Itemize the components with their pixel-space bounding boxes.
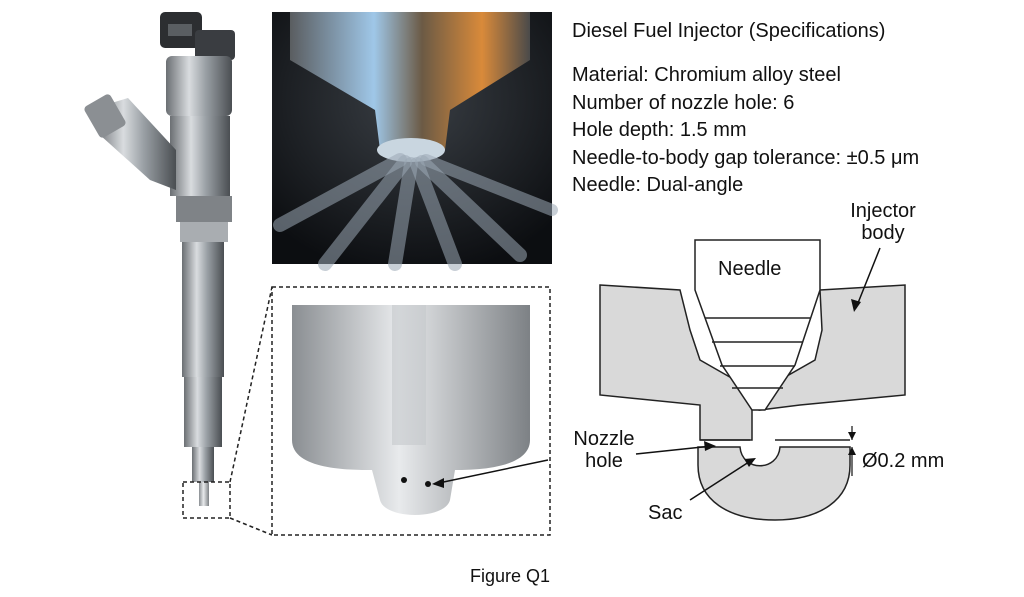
arrowhead-photo: [432, 478, 444, 488]
spray-photo: [272, 12, 558, 271]
spec-gap-tolerance: Needle-to-body gap tolerance: ±0.5 μm: [572, 146, 920, 169]
tip-zoom-photo: [271, 286, 551, 536]
injector-body-label-line1: Injector: [850, 200, 916, 222]
tip-highlight-box: [182, 481, 231, 519]
dim-arrow-top: [848, 432, 856, 440]
spec-nozzle-holes: Number of nozzle hole: 6: [572, 91, 795, 114]
needle: [694, 239, 821, 411]
nozzle-tip-body: [697, 446, 851, 521]
spec-hole-depth: Hole depth: 1.5 mm: [572, 119, 747, 141]
schematic-cross-section: [599, 239, 906, 521]
dim-arrow-bottom: [848, 447, 856, 455]
nozzle-hole-label-line1: Nozzle: [573, 428, 635, 450]
nozzle-hole-arrow-photo: [433, 459, 549, 485]
sac-arrow: [689, 459, 753, 501]
body-arrowhead: [851, 299, 861, 312]
injector-body-label-line2: body: [861, 222, 905, 244]
sac-label: Sac: [648, 502, 683, 524]
spec-title: Diesel Fuel Injector (Specifications): [572, 20, 886, 42]
injector-body-label: Injector body: [842, 200, 924, 244]
nozzle-hole-label-line2: hole: [585, 450, 623, 472]
spec-list: Material: Chromium alloy steel Number of…: [572, 62, 919, 200]
injector-photo: [84, 12, 235, 506]
needle-label: Needle: [718, 258, 782, 280]
nozzle-hole-arrow: [635, 445, 713, 455]
zoom-line-top: [229, 286, 273, 483]
sac-arrowhead: [744, 458, 756, 467]
zoom-line-bottom: [229, 517, 273, 536]
figure-caption: Figure Q1: [470, 566, 551, 586]
spec-needle: Needle: Dual-angle: [572, 174, 744, 196]
body-arrow: [855, 247, 881, 309]
dimension-label: Ø0.2 mm: [862, 450, 945, 472]
nozzle-hole-arrowhead: [704, 441, 716, 451]
spec-material: Material: Chromium alloy steel: [572, 64, 841, 86]
nozzle-hole-label: Nozzle hole: [566, 428, 642, 472]
